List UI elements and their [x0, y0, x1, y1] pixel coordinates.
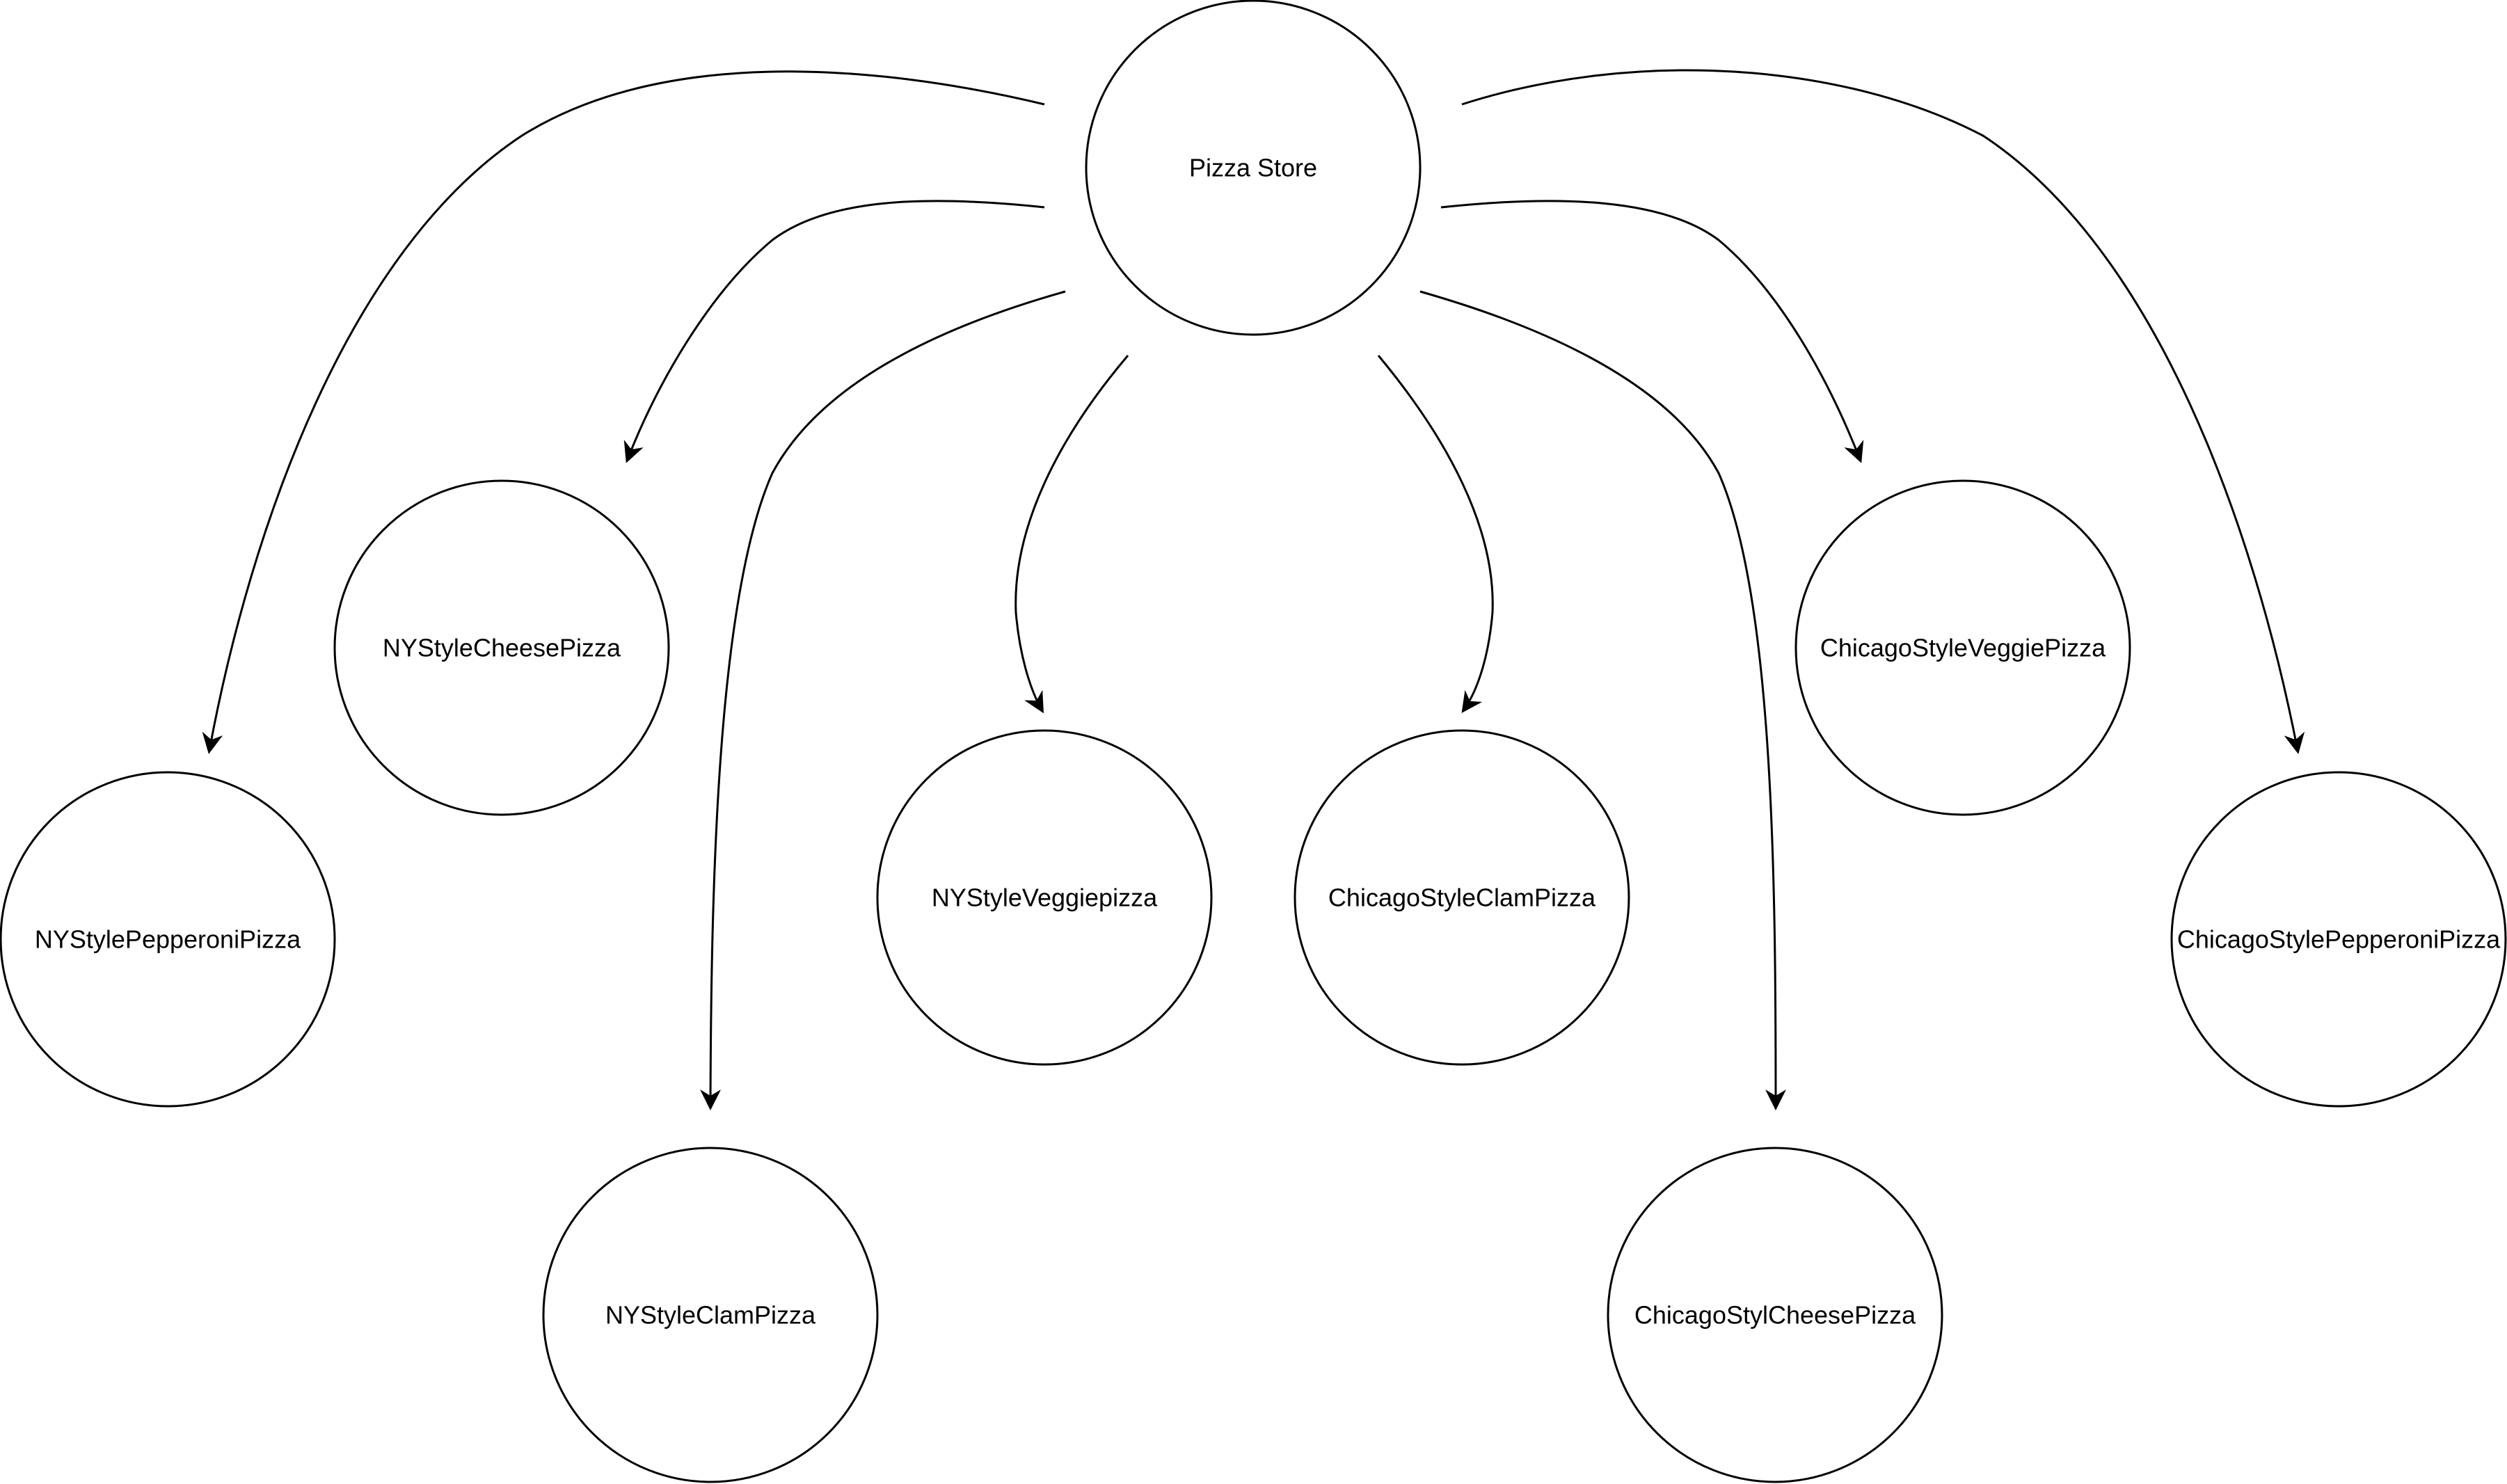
node-ny-veggie: NYStyleVeggiepizza	[876, 729, 1213, 1066]
edge-to-ny-veggie	[1014, 355, 1129, 714]
node-chicago-pepperoni: ChicagoStylePepperoniPizza	[2170, 771, 2507, 1108]
node-label-ny-veggie: NYStyleVeggiepizza	[932, 884, 1158, 912]
edge-to-ny-pepperoni	[202, 70, 1045, 754]
node-circle-ny-pepperoni	[0, 771, 336, 1108]
node-chicago-cheese: ChicagoStylCheesePizza	[1607, 1147, 1943, 1483]
node-circle-ny-cheese	[333, 479, 670, 816]
node-chicago-veggie: ChicagoStyleVeggiePizza	[1794, 479, 2131, 816]
node-label-pizza-store: Pizza Store	[1189, 154, 1317, 182]
edge-to-chicago-pepperoni	[1461, 69, 2305, 754]
node-circle-ny-clam	[542, 1147, 879, 1483]
node-label-chicago-pepperoni: ChicagoStylePepperoniPizza	[2177, 925, 2501, 954]
edge-to-ny-cheese	[623, 200, 1045, 463]
node-chicago-clam: ChicagoStyleClamPizza	[1294, 729, 1630, 1066]
node-ny-cheese: NYStyleCheesePizza	[333, 479, 670, 816]
node-circle-chicago-cheese	[1607, 1147, 1943, 1483]
node-circle-ny-veggie	[876, 729, 1213, 1066]
node-circle-pizza-store	[1085, 0, 1422, 336]
node-label-chicago-clam: ChicagoStyleClamPizza	[1328, 884, 1596, 912]
edge-to-chicago-clam	[1377, 355, 1494, 713]
node-label-chicago-cheese: ChicagoStylCheesePizza	[1634, 1301, 1916, 1330]
edge-to-ny-clam	[700, 290, 1066, 1110]
node-label-ny-cheese: NYStyleCheesePizza	[383, 634, 621, 662]
edges	[202, 69, 2305, 1110]
node-ny-pepperoni: NYStylePepperoniPizza	[0, 771, 336, 1108]
node-circle-chicago-pepperoni	[2170, 771, 2507, 1108]
node-pizza-store: Pizza Store	[1085, 0, 1422, 336]
node-circle-chicago-clam	[1294, 729, 1630, 1066]
edge-to-chicago-veggie	[1440, 200, 1864, 463]
node-label-ny-clam: NYStyleClamPizza	[605, 1301, 816, 1330]
node-label-ny-pepperoni: NYStylePepperoniPizza	[35, 925, 301, 954]
node-circle-chicago-veggie	[1794, 479, 2131, 816]
node-ny-clam: NYStyleClamPizza	[542, 1147, 879, 1483]
node-label-chicago-veggie: ChicagoStyleVeggiePizza	[1820, 634, 2106, 662]
edge-to-chicago-cheese	[1419, 290, 1786, 1110]
